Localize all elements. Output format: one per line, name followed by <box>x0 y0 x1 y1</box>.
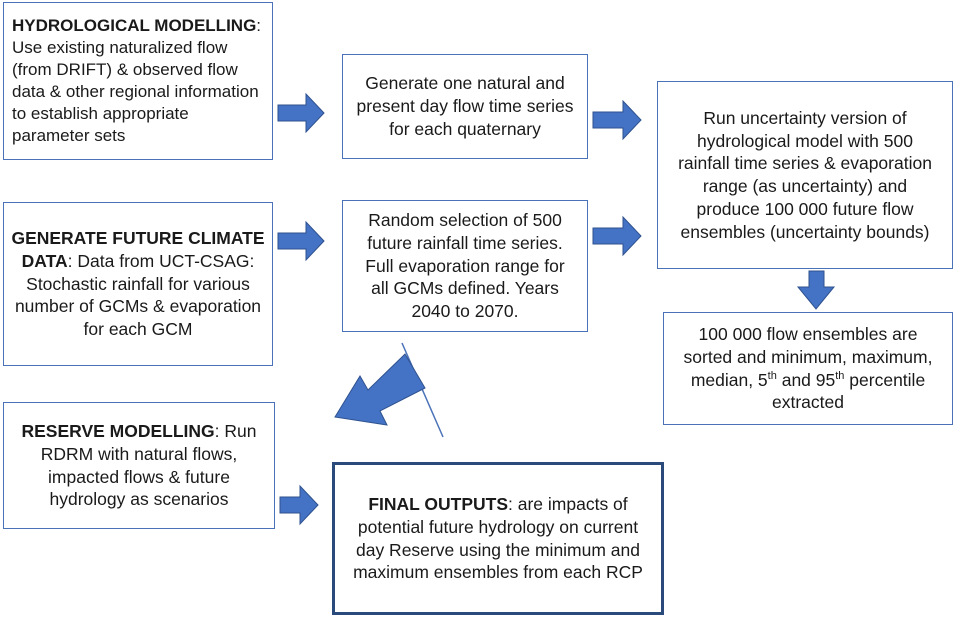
generate-flow-text: Generate one natural and present day flo… <box>356 73 574 139</box>
final-text: : are impacts of potential future hydrol… <box>353 494 643 583</box>
flow-ensembles-box: 100 000 flow ensembles are sorted and mi… <box>663 312 953 425</box>
ensembles-text-c: percentile extracted <box>772 369 926 413</box>
future-climate-box: GENERATE FUTURE CLIMATE DATA: Data from … <box>3 202 273 366</box>
divider-line <box>401 342 444 438</box>
ensembles-sup-b: th <box>835 369 845 382</box>
final-outputs-box: FINAL OUTPUTS: are impacts of potential … <box>332 462 664 615</box>
hydrological-modelling-box: HYDROLOGICAL MODELLING: Use existing nat… <box>3 2 273 160</box>
ensembles-text-a: 100 000 flow ensembles are sorted and mi… <box>683 324 933 390</box>
arrow-climate-to-random <box>277 220 325 262</box>
final-lead: FINAL OUTPUTS <box>368 494 509 514</box>
hydro-text: : Use existing naturalized flow (from DR… <box>12 15 262 146</box>
reserve-lead: RESERVE MODELLING <box>21 421 215 441</box>
random-selection-box: Random selection of 500 future rainfall … <box>342 200 588 332</box>
uncertainty-run-box: Run uncertainty version of hydrological … <box>657 81 953 269</box>
arrow-reserve-to-final <box>279 484 319 526</box>
hydro-lead: HYDROLOGICAL MODELLING <box>12 15 257 35</box>
ensembles-sup-a: th <box>767 369 777 382</box>
arrow-generate-to-uncertainty <box>592 99 642 141</box>
arrow-uncertainty-to-ensembles <box>796 270 836 310</box>
climate-text: : Data from UCT-CSAG: Stochastic rainfal… <box>14 250 262 340</box>
arrow-random-to-uncertainty <box>592 215 642 257</box>
arrow-hydro-to-generate <box>277 92 325 134</box>
ensembles-text-b: and 95 <box>776 369 836 390</box>
climate-lead: GENERATE FUTURE CLIMATE DATA <box>11 228 265 271</box>
reserve-text: : Run RDRM with natural flows, impacted … <box>40 421 257 510</box>
generate-flow-box: Generate one natural and present day flo… <box>342 54 588 159</box>
arrow-diagonal-to-reserve <box>334 353 426 426</box>
reserve-modelling-box: RESERVE MODELLING: Run RDRM with natural… <box>3 402 275 529</box>
random-text: Random selection of 500 future rainfall … <box>365 210 565 322</box>
uncertainty-text: Run uncertainty version of hydrological … <box>678 107 932 242</box>
